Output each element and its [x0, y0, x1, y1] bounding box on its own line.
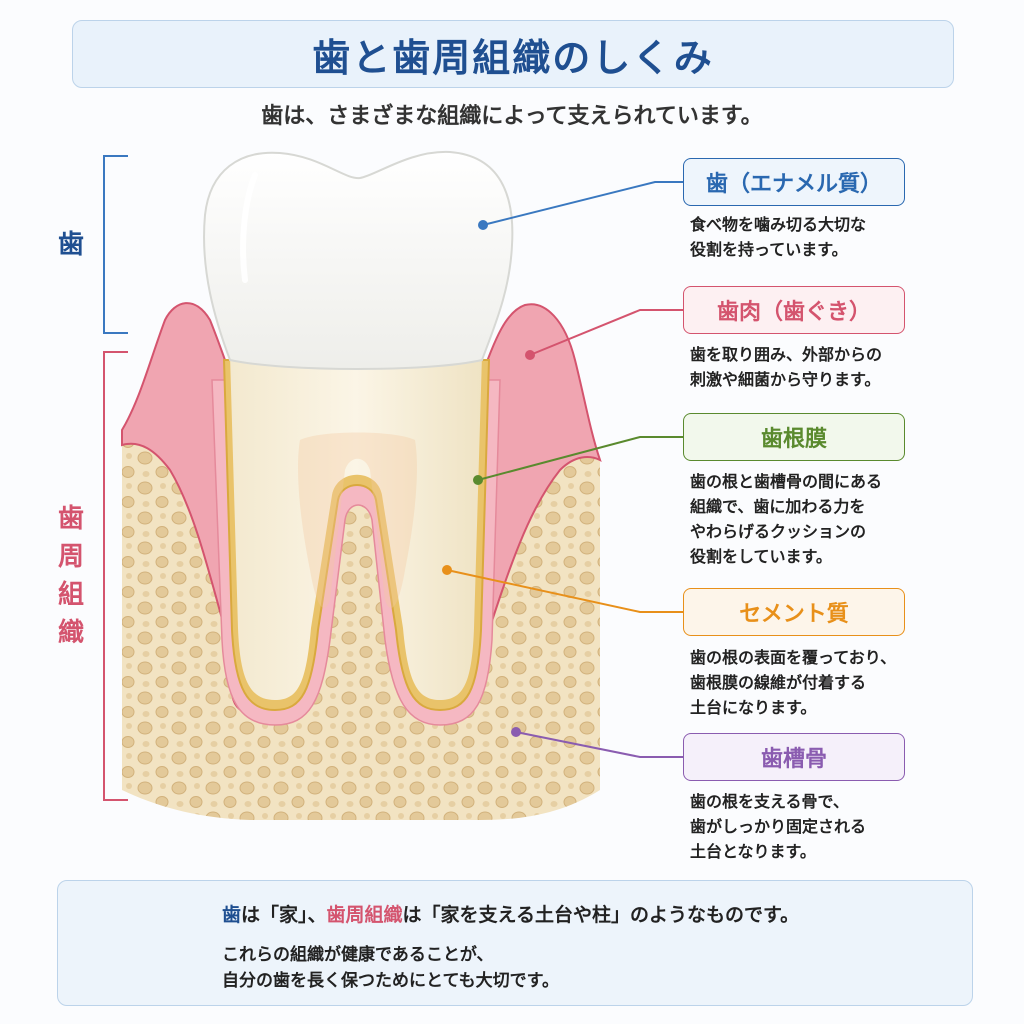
- side-label-periodontal: 歯周組織: [57, 504, 84, 648]
- card-ligament-label: 歯根膜: [760, 427, 827, 452]
- summary-headline: 歯は「家」、歯周組織は「家を支える土台や柱」のようなものです。: [222, 900, 799, 927]
- desc-line: 組織で、歯に加わる力を: [690, 497, 866, 516]
- title-banner: 歯と歯周組織のしくみ: [72, 20, 954, 88]
- desc-gum: 歯を取り囲み、外部からの 刺激や細菌から守ります。: [690, 342, 1010, 392]
- desc-line: 土台となります。: [690, 842, 816, 861]
- desc-ligament: 歯の根と歯槽骨の間にある 組織で、歯に加わる力を やわらげるクッションの 役割を…: [690, 469, 1010, 569]
- desc-line: 歯の根の表面を覆っており、: [690, 648, 897, 667]
- summary-tooth: 歯: [222, 904, 242, 926]
- enamel-crown: [203, 150, 514, 370]
- summary-line-2: 自分の歯を長く保つためにとても大切です。: [222, 971, 559, 991]
- leader-lines: [446, 181, 683, 758]
- leader-gum: [529, 309, 683, 356]
- periodontal-bracket: [103, 351, 128, 801]
- card-cementum-label: セメント質: [739, 602, 849, 627]
- desc-cementum: 歯の根の表面を覆っており、 歯根膜の線維が付着する 土台になります。: [690, 645, 1010, 720]
- dentin-root: [230, 355, 482, 700]
- page-title: 歯と歯周組織のしくみ: [312, 35, 714, 80]
- desc-line: 役割を持っています。: [690, 240, 848, 259]
- desc-line: 歯の根を支える骨で、: [690, 792, 849, 811]
- side-label-tooth: 歯: [57, 230, 84, 260]
- card-bone: 歯槽骨: [683, 733, 905, 781]
- desc-bone: 歯の根を支える骨で、 歯がしっかり固定される 土台となります。: [690, 789, 1010, 864]
- desc-line: 歯の根と歯槽骨の間にある: [690, 472, 883, 491]
- card-gum: 歯肉（歯ぐき）: [683, 286, 905, 334]
- desc-line: 歯根膜の線維が付着する: [690, 673, 867, 692]
- card-enamel-label: 歯（エナメル質）: [705, 172, 882, 197]
- summary-box: [57, 880, 973, 1006]
- card-bone-label: 歯槽骨: [760, 747, 827, 772]
- desc-line: 土台になります。: [690, 698, 817, 717]
- leader-ligament: [477, 436, 683, 481]
- desc-line: やわらげるクッションの: [690, 522, 867, 541]
- card-ligament: 歯根膜: [683, 413, 905, 461]
- desc-line: 歯を取り囲み、外部からの: [690, 345, 883, 364]
- leader-dots: [442, 220, 535, 737]
- enamel-highlight: [240, 172, 258, 283]
- summary-text-a: は「家」、: [241, 904, 327, 926]
- desc-line: 食べ物を噛み切る大切な: [690, 215, 867, 234]
- tooth-bracket: [103, 155, 128, 334]
- summary-text-b: は「家を支える土台や柱」のようなものです。: [402, 904, 800, 926]
- summary-periodontal: 歯周組織: [326, 904, 403, 926]
- leader-cementum: [446, 569, 683, 613]
- leader-bone: [515, 731, 683, 758]
- desc-enamel: 食べ物を噛み切る大切な 役割を持っています。: [690, 212, 1010, 262]
- leader-enamel: [482, 181, 683, 226]
- page-subtitle: 歯は、さまざまな組織によって支えられています。: [261, 104, 763, 129]
- desc-line: 役割をしています。: [690, 547, 832, 566]
- desc-line: 刺激や細菌から守ります。: [690, 370, 881, 389]
- summary-line-1: これらの組織が健康であることが、: [222, 945, 494, 965]
- desc-line: 歯がしっかり固定される: [690, 817, 867, 836]
- card-cementum: セメント質: [683, 588, 905, 636]
- card-gum-label: 歯肉（歯ぐき）: [716, 300, 871, 325]
- pulp-canal: [298, 432, 417, 609]
- card-enamel: 歯（エナメル質）: [683, 158, 905, 206]
